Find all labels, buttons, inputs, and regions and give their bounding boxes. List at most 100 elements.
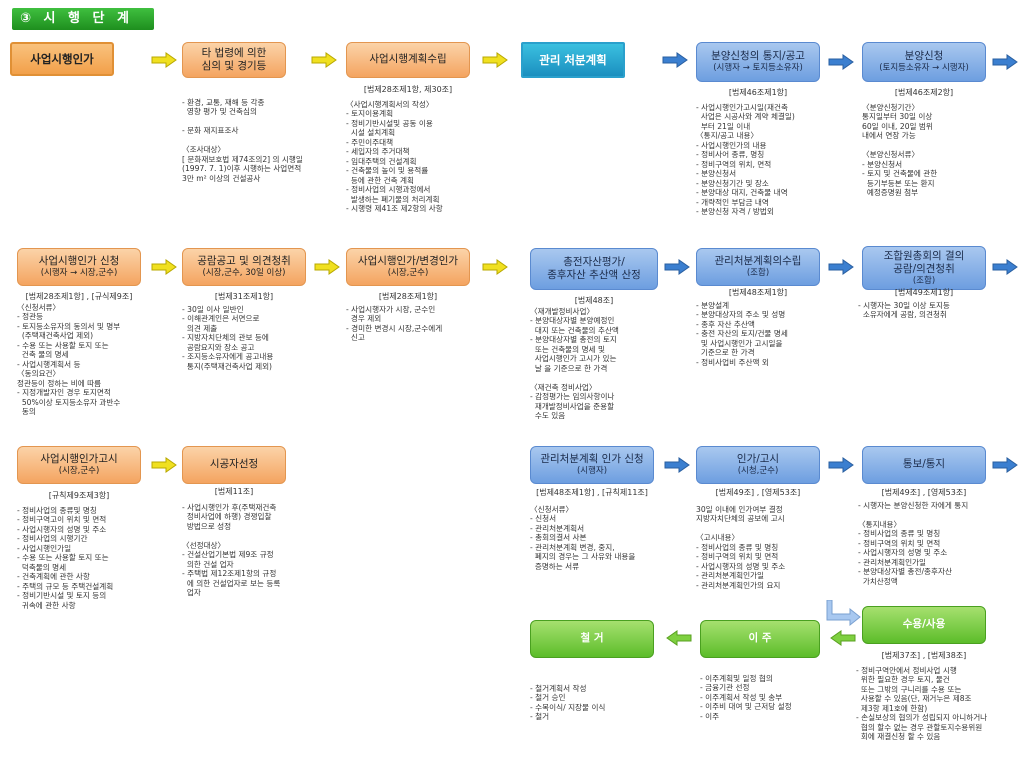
arrow-right-icon <box>992 259 1018 275</box>
legal-reference: [법제48조] <box>574 296 614 305</box>
box-title: 분양신청의 통지/공고 <box>711 50 805 63</box>
box-subtitle: (시청,군수) <box>737 466 779 477</box>
description-text: - 시행자는 분양신청한 자에게 통지 〈통지내용〉 - 정비사업의 종류 및 … <box>858 501 969 586</box>
box-public-notice: 공람공고 및 의견청취(시장,군수, 30일 이상) <box>182 248 306 286</box>
description-text: - 이주계획및 일정 협의 - 금융기관 선정 - 이주계획서 작성 및 송부 … <box>700 674 792 721</box>
box-contractor-selection: 시공자선정 <box>182 446 286 484</box>
description-text: - 사업시행인가고시일(재건축 사업은 시공사와 계약 체결일) 부터 21일 … <box>696 103 795 217</box>
box-title: 사업시행인가 신청 <box>38 255 120 268</box>
elbow-arrow-icon <box>826 600 861 627</box>
description-text: - 30일 이사 일반인 - 이해관계인은 서면으로 의견 제출 - 지방자치단… <box>182 305 274 371</box>
box-subtitle: (시장,군수) <box>58 466 100 477</box>
description-text: - 사업시행자가 시장, 군수인 경우 제외 - 경미한 변경시 시장,군수에게… <box>346 305 443 343</box>
legal-reference: [법제49조] , [영제53조] <box>881 488 967 497</box>
box-title: 타 법령에 의한 <box>201 46 267 59</box>
box-approval-announcement: 사업시행인가고시(시장,군수) <box>17 446 141 484</box>
box-title: 통보/통지 <box>902 458 946 471</box>
arrow-right-icon <box>992 457 1018 473</box>
box-plan-establishment: 사업시행계획수립 <box>346 42 470 78</box>
stage-label: ③ 시 행 단 계 II <box>12 8 154 48</box>
box-title: 분양신청 <box>904 50 944 63</box>
box-title: 사업시행인가/변경인가 <box>357 255 459 268</box>
legal-reference: [법제49조제1항] <box>894 288 954 297</box>
description-text: - 정비사업의 종류및 명칭 - 정비구역고이 위치 및 면적 - 사업시행자의… <box>17 506 114 610</box>
legal-reference: [법제48조제1항] <box>728 288 788 297</box>
arrow-right-icon <box>482 52 508 68</box>
box-subtitle: (시장,군수) <box>387 268 429 279</box>
box-subtitle: (조합) <box>746 268 770 279</box>
box-title: 인가/고시 <box>736 453 780 466</box>
box-approval-request: 사업시행인가 신청(시행자 → 시장,군수) <box>17 248 141 286</box>
box-title: 심의 및 경기등 <box>201 60 267 72</box>
arrow-right-icon <box>311 52 337 68</box>
description-text: - 철거계획서 작성 - 철거 승인 - 수목이식/ 지장물 이식 - 철거 <box>530 684 606 722</box>
arrow-right-icon <box>992 54 1018 70</box>
arrow-right-icon <box>828 54 854 70</box>
description-text: - 사업시행인가 후(주택재건축 정비사업에 하행) 경쟁입찰 방법으로 성정 … <box>182 503 281 598</box>
legal-reference: [법제46조제1항] <box>728 88 788 97</box>
legal-reference: [법제46조제2항] <box>894 88 954 97</box>
box-project-approval: 사업시행인가 <box>10 42 114 76</box>
arrow-right-icon <box>151 457 177 473</box>
box-disposal-approval-request: 관리처분계획 인가 신청(시행자) <box>530 446 654 484</box>
legal-reference: [법제31조제1항] <box>214 292 274 301</box>
arrow-left-icon <box>666 630 692 646</box>
box-plan-formulation: 관리처분계획의수립(조합) <box>696 248 820 286</box>
arrow-right-icon <box>662 52 688 68</box>
arrow-right-icon <box>314 259 340 275</box>
description-text: 〈분양신청기간〉 통지일부터 30일 이상 60일 이내, 20일 범위 내에서… <box>862 103 938 198</box>
description-text: - 환경, 교통, 재해 등 각종 영향 평가 및 건축심의 - 문화 재지표조… <box>182 98 303 183</box>
legal-reference: [법제28조제1항] <box>378 292 438 301</box>
description-text: 〈재개발정비사업〉 - 분양대상자별 분양예정인 대지 또는 건축물의 추산액 … <box>530 307 619 421</box>
arrow-right-icon <box>664 457 690 473</box>
legal-reference: [법제49조] , [영제53조] <box>715 488 801 497</box>
box-title: 관리처분계획 인가 신청 <box>540 453 644 466</box>
arrow-right-icon <box>151 52 177 68</box>
description-text: 〈사업시행계획서의 작성〉 - 토지이용계획 - 정비기반시설및 공동 이용 시… <box>346 100 443 214</box>
legal-reference: [법제28조제1항] , [규식제9조] <box>25 292 133 301</box>
box-subtitle: (조합) <box>912 275 936 286</box>
box-title: 관리 처분계획 <box>539 52 607 67</box>
box-subtitle: (시행자 → 시장,군수) <box>40 268 118 279</box>
legal-reference: [규칙제9조제3항] <box>48 491 110 500</box>
box-notification: 통보/통지 <box>862 446 986 484</box>
description-text: 〈신청서류〉 - 정관등 - 토지등소유자의 동의서 및 명부 (주택재건축사업… <box>17 303 121 417</box>
box-subtitle: (시장,군수, 30일 이상) <box>202 268 286 279</box>
box-title: 사업시행인가 <box>30 51 94 66</box>
description-text: 30일 이내에 인가여부 결정 지방자치단체의 공보에 고시 〈고시내용〉 - … <box>696 505 786 590</box>
box-title: 시공자선정 <box>209 458 259 471</box>
box-title: 공람공고 및 의견청취 <box>197 255 291 268</box>
box-title: 사업시행인가고시 <box>40 453 118 466</box>
legal-reference: [법제28조제1항, 제30조] <box>363 85 453 94</box>
box-sale-application: 분양신청(토지등소유자 → 시행자) <box>862 42 986 82</box>
description-text: 〈신청서류〉 - 신청서 - 관리처분계획서 - 총회의결서 사본 - 관리처분… <box>530 505 636 571</box>
box-title: 사업시행계획수립 <box>369 53 447 66</box>
arrow-right-icon <box>151 259 177 275</box>
box-relocation: 이 주 <box>700 620 820 658</box>
box-title: 총전자산평가/ <box>563 255 625 268</box>
box-subtitle: (시행자 → 토지등소유자) <box>713 63 803 74</box>
legal-reference: [법제11조] <box>214 487 254 496</box>
box-management-disposal-plan: 관리 처분계획 <box>521 42 625 78</box>
box-title: 종후자산 추산액 산정 <box>547 269 641 281</box>
arrow-right-icon <box>664 259 690 275</box>
arrow-right-icon <box>828 457 854 473</box>
legal-reference: [법제37조] , [법제38조] <box>881 651 967 660</box>
box-expropriation: 수용/사용 <box>862 606 986 644</box>
box-title: 관리처분계획의수립 <box>714 255 802 268</box>
box-title: 조합원총회의 결의 <box>883 249 965 262</box>
box-title: 철 거 <box>580 632 604 645</box>
description-text: - 시행자는 30일 이상 토지등 소유자에게 공람, 의견청취 <box>858 301 950 320</box>
box-sale-notice: 분양신청의 통지/공고(시행자 → 토지등소유자) <box>696 42 820 82</box>
box-asset-valuation: 총전자산평가/종후자산 추산액 산정 <box>530 248 658 290</box>
arrow-right-icon <box>828 259 854 275</box>
box-title: 수용/사용 <box>902 618 946 631</box>
box-title: 공람/의견청취 <box>893 262 955 275</box>
description-text: - 분양설계 - 분양대상자의 주소 및 성명 - 종후 자산 추산액 - 충전… <box>696 301 788 367</box>
arrow-left-icon <box>830 630 856 646</box>
legal-reference: [법제48조제1항] , [규칙제11조] <box>536 488 648 497</box>
box-approval-change: 사업시행인가/변경인가(시장,군수) <box>346 248 470 286</box>
arrow-right-icon <box>482 259 508 275</box>
